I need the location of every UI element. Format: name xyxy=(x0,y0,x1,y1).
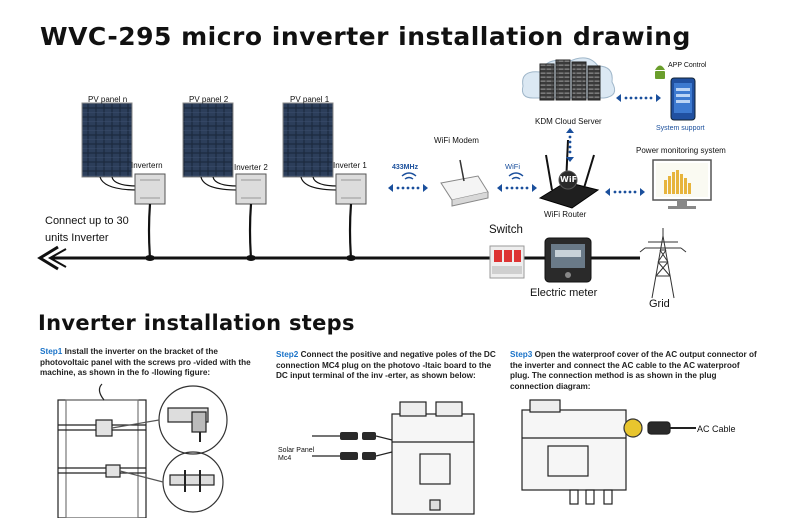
meter-label: Electric meter xyxy=(530,287,598,299)
step-2-body: Connect the positive and negative poles … xyxy=(276,350,496,380)
pv-panel-2-label: PV panel 2 xyxy=(189,95,229,104)
freq-label: 433MHz xyxy=(392,164,419,171)
step-3-text: Step3 Open the waterproof cover of the A… xyxy=(510,350,760,392)
app-phone xyxy=(670,77,696,121)
ac-cable-label: AC Cable xyxy=(697,424,736,434)
solar-panel-label-1: Solar Panel xyxy=(278,447,315,454)
android-icon xyxy=(655,65,665,79)
steps-illustrations xyxy=(57,383,696,518)
connect-text-2: units Inverter xyxy=(45,232,109,244)
step3-illustration xyxy=(521,399,696,505)
router-label: WiFi Router xyxy=(544,210,587,219)
step-1-body: Install the inverter on the bracket of t… xyxy=(40,347,251,377)
cloud-server-label: KDM Cloud Server xyxy=(535,117,602,126)
signal-dots xyxy=(388,94,661,196)
pv-panel-n xyxy=(81,102,133,178)
inverter-2-label: Inverter 2 xyxy=(234,163,268,172)
wifi-label: WiFi xyxy=(505,162,520,171)
inverter-1-label: Inverter 1 xyxy=(333,161,367,170)
system-diagram xyxy=(37,57,712,299)
arrow-left-icon xyxy=(37,245,67,271)
inverter-n xyxy=(134,173,166,205)
connect-text-1: Connect up to 30 xyxy=(45,215,129,227)
inverter-1 xyxy=(335,173,367,205)
system-support-label: System support xyxy=(656,125,705,132)
step1-illustration xyxy=(57,383,228,518)
step-1-number: Step1 xyxy=(40,347,63,356)
wifi-signal-icon xyxy=(401,172,524,180)
router-screen-text: WiFi xyxy=(560,175,580,184)
wifi-modem xyxy=(440,159,489,207)
wifi-modem-label: WiFi Modem xyxy=(434,136,479,145)
step-2-text: Step2 Connect the positive and negative … xyxy=(276,350,499,382)
monitor-label: Power monitoring system xyxy=(636,146,726,155)
step-3-number: Step3 xyxy=(510,350,533,359)
step2-illustration xyxy=(311,401,475,515)
monitoring-monitor xyxy=(652,159,712,209)
wifi-router xyxy=(538,139,600,209)
section-title: Inverter installation steps xyxy=(38,311,355,335)
electric-meter xyxy=(544,237,592,283)
pv-panel-1-label: PV panel 1 xyxy=(290,95,330,104)
page-title: WVC-295 micro inverter installation draw… xyxy=(40,22,691,51)
switch-label: Switch xyxy=(489,224,523,236)
cloud-server xyxy=(522,57,616,101)
grid-label: Grid xyxy=(649,298,670,310)
step-3-body: Open the waterproof cover of the AC outp… xyxy=(510,350,757,391)
pv-panel-n-label: PV panel n xyxy=(88,95,128,104)
step-1-text: Step1 Install the inverter on the bracke… xyxy=(40,347,252,379)
solar-panel-label: Solar Panel Mc4 xyxy=(278,447,314,463)
inverter-n-label: Invertern xyxy=(131,161,163,170)
pv-panel-1 xyxy=(282,102,334,178)
app-control-label: APP Control xyxy=(668,62,707,69)
switch-device xyxy=(489,245,525,279)
solar-panel-label-2: Mc4 xyxy=(278,455,292,462)
inverter-2 xyxy=(235,173,267,205)
pv-panel-2 xyxy=(182,102,234,178)
grid-tower-icon xyxy=(639,228,687,299)
step-2-number: Step2 xyxy=(276,350,299,359)
